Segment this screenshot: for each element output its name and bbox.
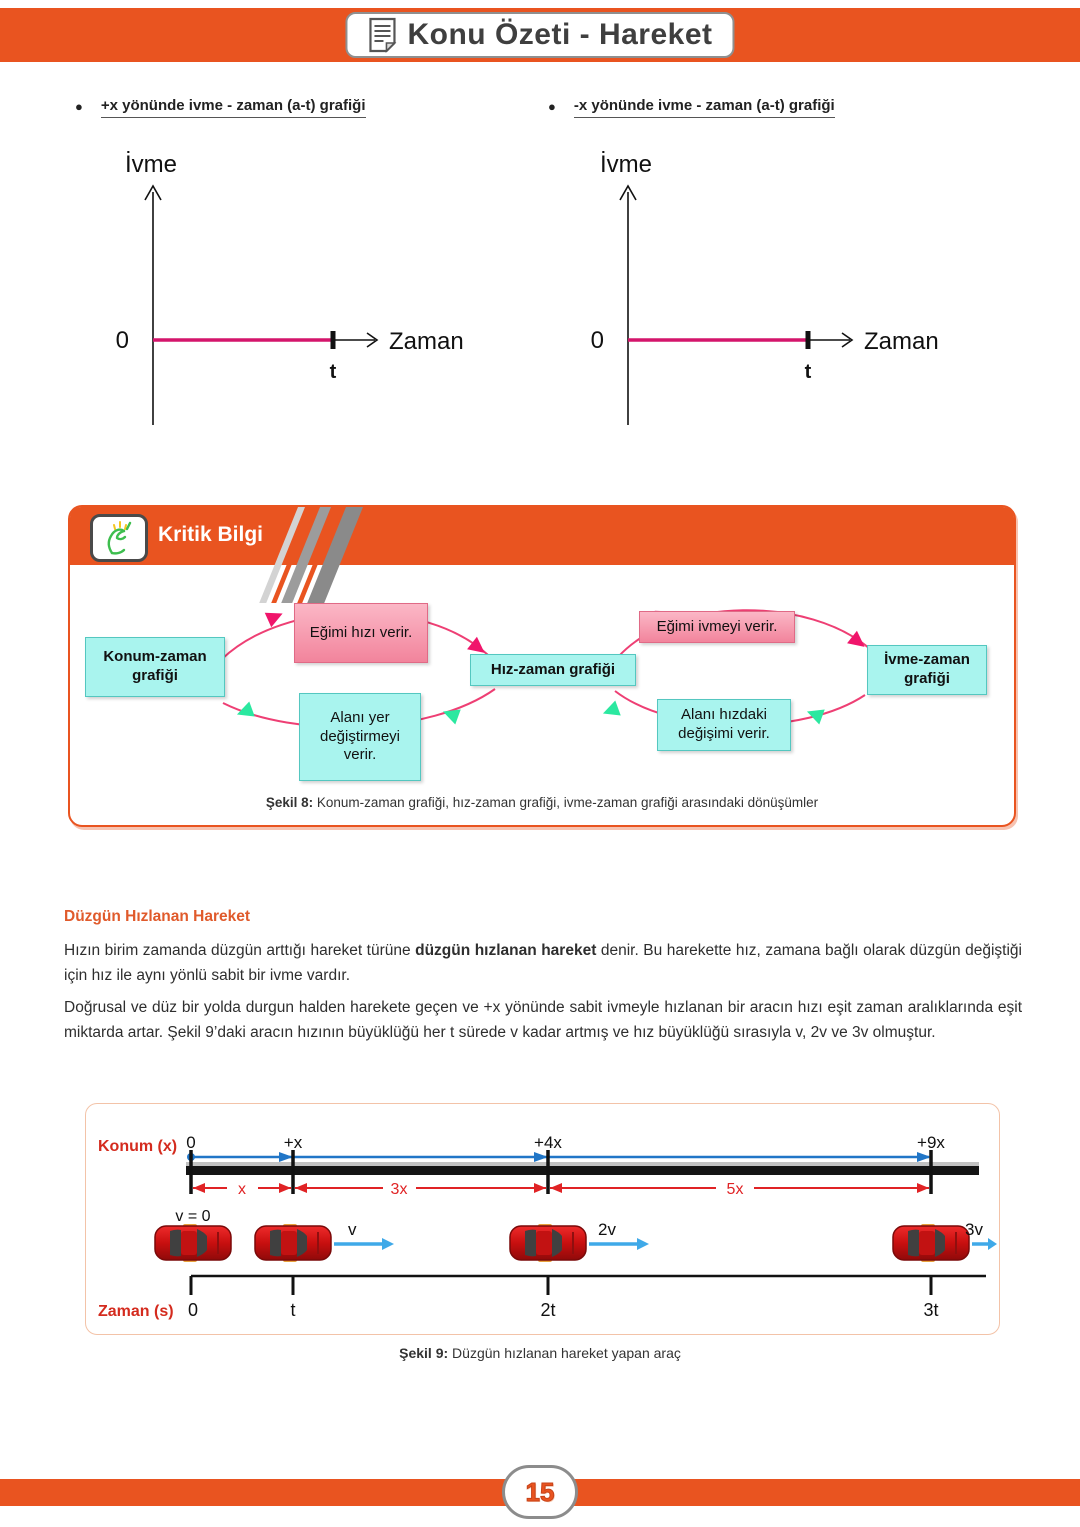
origin-label: 0 [591, 327, 604, 354]
figure9-caption-text: Düzgün hızlanan hareket yapan araç [448, 1345, 681, 1361]
section-heading: Düzgün Hızlanan Hareket [64, 908, 251, 925]
velocity-v: v [348, 1220, 357, 1239]
origin-label: 0 [116, 327, 129, 354]
paragraph-2: Doğrusal ve düz bir yolda durgun halden … [64, 999, 1022, 1041]
time-0: 0 [188, 1300, 198, 1320]
x-axis-label: Zaman [864, 328, 939, 355]
figure8-caption-label: Şekil 8: [265, 795, 314, 810]
initial-velocity-label: v = 0 [175, 1208, 210, 1225]
time-3t: 3t [923, 1300, 938, 1320]
paragraph-1-bold: düzgün hızlanan hareket [415, 942, 597, 959]
graph-heading-left: +x yönünde ivme - zaman (a-t) grafiği [100, 97, 366, 118]
car-at-t [254, 1223, 332, 1263]
position-0: 0 [186, 1133, 195, 1152]
car-at-3t [892, 1223, 970, 1263]
figure9-caption-label: Şekil 9: [399, 1345, 449, 1361]
time-2t: 2t [540, 1300, 555, 1320]
figure8-caption-text: Konum-zaman grafiği, hız-zaman grafiği, … [313, 795, 819, 810]
paragraph-1-text: denir. Bu harekette hız, zamana bağlı ol… [64, 942, 1022, 984]
figure9-box: Konum (x) 0 +x +4x +9x [85, 1103, 1000, 1335]
page-number: 15 [525, 1476, 555, 1507]
x-axis-label: Zaman [389, 328, 464, 355]
time-t: t [290, 1300, 295, 1320]
graph-heading-right: -x yönünde ivme - zaman (a-t) grafiği [573, 97, 835, 118]
distance-x: x [238, 1181, 246, 1198]
section-body: Hızın birim zamanda düzgün arttığı harek… [64, 938, 1022, 1052]
bullet-heading-right: ● -x yönünde ivme - zaman (a-t) grafiği [548, 97, 835, 118]
node-ivme-zaman: İvme-zaman grafiği [867, 645, 987, 695]
tick-label: t [330, 361, 337, 383]
x-axis-arrowhead [366, 332, 379, 348]
bullet-icon: ● [548, 99, 556, 114]
green-arrowheads [236, 700, 825, 725]
node-konum-zaman: Konum-zaman grafiği [85, 637, 225, 697]
position-9x: +9x [917, 1133, 945, 1152]
header-band: Konu Özeti - Hareket [0, 8, 1080, 62]
snap-fingers-icon [90, 514, 148, 562]
acceleration-time-graph-negative-x: İvme 0 Zaman t [591, 151, 939, 425]
distance-arrowheads [193, 1183, 929, 1193]
paragraph-1: Hızın birim zamanda düzgün arttığı harek… [64, 938, 1022, 988]
bullet-heading-left: ● +x yönünde ivme - zaman (a-t) grafiği [75, 97, 366, 118]
position-ticks [189, 1150, 933, 1194]
velocity-2v: 2v [598, 1220, 616, 1239]
position-x: +x [284, 1133, 303, 1152]
y-axis-label: İvme [125, 151, 177, 178]
kritik-bilgi-title: Kritik Bilgi [158, 523, 264, 546]
document-icon [369, 17, 397, 53]
x-axis-arrowhead [841, 332, 854, 348]
bullet-icon: ● [75, 99, 83, 114]
page-number-badge: 15 [502, 1465, 578, 1519]
figure9-caption: Şekil 9: Düzgün hızlanan hareket yapan a… [0, 1345, 1080, 1361]
position-axis-line [187, 1152, 931, 1162]
acceleration-time-graph-positive-x: İvme 0 Zaman t [116, 151, 464, 425]
position-4x: +4x [534, 1133, 562, 1152]
node-egimi-hizi-verir: Eğimi hızı verir. [294, 603, 428, 663]
distance-5x: 5x [727, 1181, 744, 1198]
node-alani-yer-degistirme: Alanı yer değiştirmeyi verir. [299, 693, 421, 781]
time-ticks [189, 1276, 933, 1295]
distance-3x: 3x [391, 1181, 408, 1198]
car-at-2t [509, 1223, 587, 1263]
y-axis-arrowhead [619, 184, 637, 201]
y-axis-label: İvme [600, 151, 652, 178]
header-pill: Konu Özeti - Hareket [345, 12, 735, 58]
node-alani-hizdaki-degisim: Alanı hızdaki değişimi verir. [657, 699, 791, 751]
road [186, 1162, 979, 1175]
node-hiz-zaman: Hız-zaman grafiği [470, 654, 636, 686]
time-axis-label: Zaman (s) [98, 1303, 174, 1320]
node-egimi-ivmeyi-verir: Eğimi ivmeyi verir. [639, 611, 795, 643]
paragraph-1-text: Hızın birim zamanda düzgün arttığı harek… [64, 942, 416, 959]
tick-label: t [805, 361, 812, 383]
figure9-diagram: Konum (x) 0 +x +4x +9x [98, 1133, 997, 1320]
velocity-3v: 3v [965, 1220, 983, 1239]
figure8-caption: Şekil 8: Konum-zaman grafiği, hız-zaman … [70, 795, 1014, 810]
position-axis-label: Konum (x) [98, 1138, 177, 1155]
car-at-t0 [154, 1223, 232, 1263]
velocity-arrowheads [382, 1238, 997, 1250]
kritik-bilgi-header: Kritik Bilgi [70, 507, 1014, 603]
y-axis-arrowhead [144, 184, 162, 201]
page-title: Konu Özeti - Hareket [407, 18, 713, 51]
kritik-bilgi-box: Kritik Bilgi [68, 505, 1016, 827]
